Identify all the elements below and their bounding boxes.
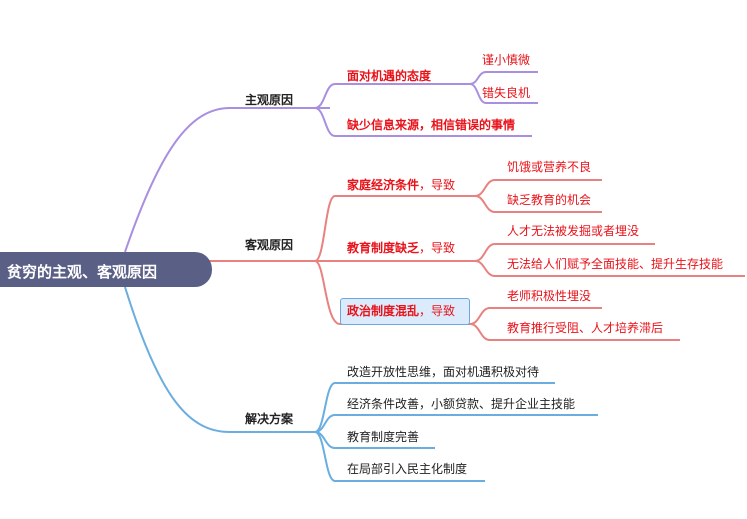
- topic-label: 家庭经济条件: [347, 178, 420, 192]
- topic-subjective[interactable]: 主观原因: [245, 93, 294, 107]
- topic-label: 政治制度混乱: [347, 304, 420, 318]
- selected-topic-highlight: [340, 298, 470, 325]
- topic-suffix: ，导致: [419, 178, 456, 192]
- topic-no-skills[interactable]: 无法给人们赋予全面技能、提升生存技能: [507, 257, 724, 271]
- topic-education-improve[interactable]: 教育制度完善: [347, 430, 420, 444]
- topic-teacher-motivation[interactable]: 老师积极性埋没: [507, 289, 592, 303]
- topic-suffix: ，导致: [419, 241, 456, 255]
- topic-talent-buried[interactable]: 人才无法被发掘或者埋没: [507, 224, 640, 238]
- topic-political-chaos[interactable]: 政治制度混乱，导致: [347, 304, 455, 318]
- topic-economy-improve[interactable]: 经济条件改善，小额贷款、提升企业主技能: [347, 397, 576, 411]
- topic-lack-info[interactable]: 缺少信息来源，相信错误的事情: [347, 118, 516, 132]
- topic-education-lack[interactable]: 教育制度缺乏，导致: [347, 241, 455, 255]
- topic-education-blocked[interactable]: 教育推行受阻、人才培养滞后: [507, 321, 664, 335]
- root-topic-label: 贫穷的主观、客观原因: [7, 263, 158, 281]
- topic-attitude[interactable]: 面对机遇的态度: [347, 69, 432, 83]
- topic-family-economy[interactable]: 家庭经济条件，导致: [347, 178, 455, 192]
- root-topic[interactable]: 贫穷的主观、客观原因: [0, 252, 212, 287]
- topic-objective[interactable]: 客观原因: [245, 238, 294, 252]
- topic-label: 教育制度缺乏: [347, 241, 420, 255]
- topic-no-education[interactable]: 缺乏教育的机会: [507, 193, 592, 207]
- topic-missed-chance[interactable]: 错失良机: [482, 86, 531, 100]
- topic-hunger[interactable]: 饥饿或营养不良: [507, 160, 592, 174]
- topic-solutions[interactable]: 解决方案: [245, 412, 294, 426]
- topic-open-mind[interactable]: 改造开放性思维，面对机遇积极对待: [347, 365, 540, 379]
- topic-democracy[interactable]: 在局部引入民主化制度: [347, 462, 468, 476]
- topic-cautious[interactable]: 谨小慎微: [482, 53, 531, 67]
- topic-suffix: ，导致: [419, 304, 456, 318]
